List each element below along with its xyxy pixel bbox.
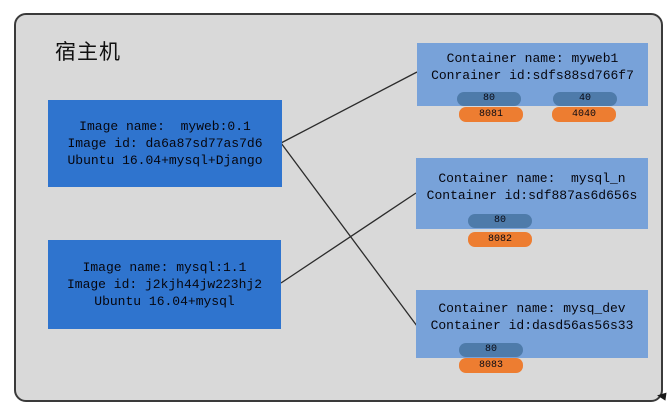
container-id-line: Container id:sdf887as6d656s [426,188,638,203]
container-id-line: Conrainer id:sdfs88sd766f7 [431,68,634,83]
container-name-line: Container name: myweb1 [446,51,619,66]
container-name-line: Container name: mysql_n [438,171,626,186]
host-port-badge: 8083 [459,358,523,373]
image-id-line: Image id: da6a87sd77as7d6 [67,136,263,151]
host-port-badge: 8081 [459,107,523,122]
container-box-myweb1: Container name: myweb1 Conrainer id:sdfs… [417,43,648,122]
host-machine-label: 宿主机 [55,40,121,64]
container-name-line: Container name: mysq_dev [438,301,626,316]
host-port-badge: 8082 [468,232,532,247]
container-port-badge: 80 [459,343,523,357]
image-name-line: Image name: mysql:1.1 [82,260,247,275]
mouse-cursor-artifact [656,391,667,401]
container-port-badge: 40 [553,92,617,106]
image-os-line: Ubuntu 16.04+mysql [94,294,235,309]
image-name-line: Image name: myweb:0.1 [79,119,251,134]
image-box-myweb: Image name: myweb:0.1 Image id: da6a87sd… [48,100,282,187]
container-id-line: Container id:dasd56as56s33 [430,318,634,333]
image-os-line: Ubuntu 16.04+mysql+Django [67,153,263,168]
host-port-badge: 4040 [552,107,616,122]
image-id-line: Image id: j2kjh44jw223hj2 [66,277,263,292]
container-port-badge: 80 [457,92,521,106]
container-box-mysq-dev: Container name: mysq_dev Container id:da… [416,290,648,373]
container-box-mysql-n: Container name: mysql_n Container id:sdf… [416,158,648,247]
image-box-mysql: Image name: mysql:1.1 Image id: j2kjh44j… [48,240,281,329]
container-port-badge: 80 [468,214,532,228]
